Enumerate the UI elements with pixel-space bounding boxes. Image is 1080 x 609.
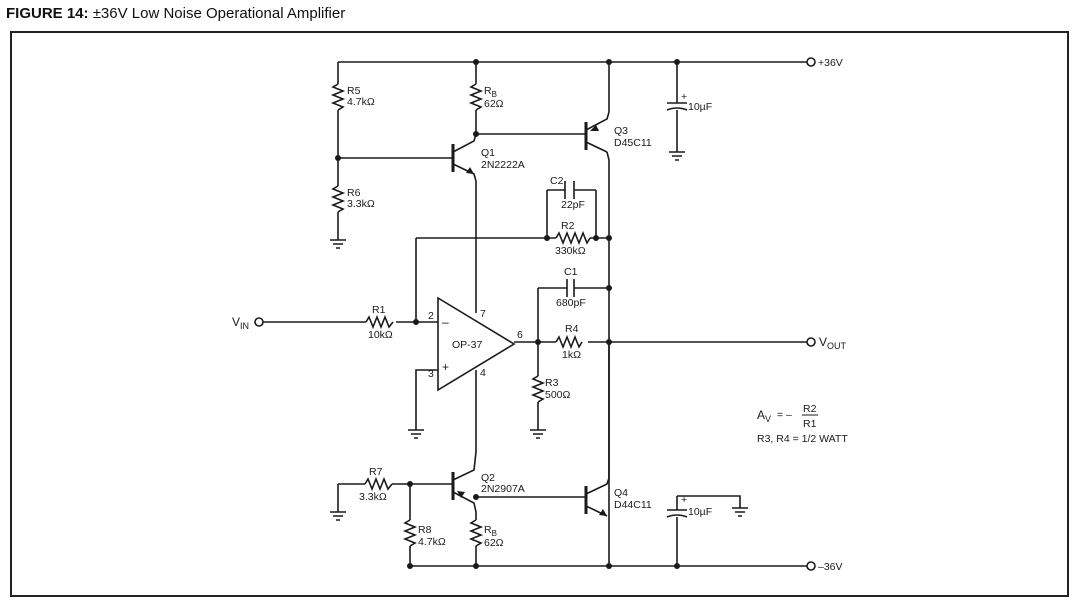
r1-name: R1 [372,304,386,316]
rb-bot-symbol [468,519,484,547]
q3-emitter-arrow [590,125,599,131]
rb-top-value: 62Ω [484,98,504,110]
av-numerator: R2 [803,403,817,415]
r3-name: R3 [545,377,559,389]
c1-name: C1 [564,266,578,278]
r5-symbol [330,83,346,111]
r8-symbol [402,519,418,547]
schematic-frame [10,31,1069,597]
gain-equation: AV = – R2 R1 [757,403,818,430]
opamp-pin2: 2 [428,310,434,322]
vout-terminal [806,337,816,347]
q2-emitter-arrow [457,491,465,498]
q2-name: Q2 [481,472,495,484]
r8-value: 4.7kΩ [418,536,446,548]
r5-value: 4.7kΩ [347,96,375,108]
r1-value: 10kΩ [368,329,393,341]
opamp-minus: – [442,315,449,329]
c-top-symbol [666,102,688,111]
r7-symbol [364,476,393,492]
r5-name: R5 [347,85,361,97]
r4-symbol [555,334,583,350]
ground-icon [732,507,748,517]
neg-rail-terminal [806,561,816,571]
q1-emitter-arrow [466,167,474,174]
c-bot-plus: + [681,494,687,506]
r2-name: R2 [561,220,575,232]
q3-name: Q3 [614,125,628,137]
r2-value: 330kΩ [555,245,586,257]
ground-symbols [330,151,748,521]
c-top-value: 10µF [688,101,712,113]
figure-caption: ±36V Low Noise Operational Amplifier [92,5,346,22]
av-label: AV [757,408,771,424]
r8-name: R8 [418,524,432,536]
r6-name: R6 [347,187,361,199]
junction-dots [335,59,680,569]
r1-symbol [365,314,394,330]
r4-value: 1kΩ [562,349,581,361]
q2-part: 2N2907A [481,483,525,495]
ground-icon [330,511,346,521]
c-top-plus: + [681,91,687,103]
rb-bot-name: RB [484,524,497,538]
ground-icon [530,429,546,439]
r7-value: 3.3kΩ [359,491,387,503]
opamp-pin3: 3 [428,368,434,380]
resistors [330,83,591,547]
r2-symbol [555,230,591,246]
opamp-symbol [437,296,516,392]
r7-name: R7 [369,466,383,478]
c-bot-value: 10µF [688,506,712,518]
r6-value: 3.3kΩ [347,198,375,210]
r6-symbol [330,185,346,213]
opamp-pin6: 6 [517,329,523,341]
figure-label: FIGURE 14: [6,5,89,22]
ground-icon [408,429,424,439]
opamp-pin4: 4 [480,367,486,379]
c2-symbol [564,181,575,199]
c2-name: C2 [550,175,564,187]
c2-value: 22pF [561,199,585,211]
wattage-note: R3, R4 = 1/2 WATT [757,433,848,445]
opamp-plus: + [442,360,449,374]
q4-emitter-arrow [599,509,607,516]
opamp-pin7: 7 [480,308,486,320]
c-bot-symbol [666,509,688,518]
r4-name: R4 [565,323,579,335]
vout-label: VOUT [819,335,847,351]
ground-icon [330,239,346,249]
q4-name: Q4 [614,487,628,499]
pos-rail-label: +36V [818,57,843,69]
q4-part: D44C11 [614,499,652,511]
vin-terminal [254,317,264,327]
q3-part: D45C11 [614,137,652,149]
neg-rail-label: –36V [818,561,843,573]
av-denominator: R1 [803,418,817,430]
ground-icon [669,151,685,161]
rb-bot-value: 62Ω [484,537,504,549]
terminals [254,57,816,571]
r3-value: 500Ω [545,389,571,401]
c1-value: 680pF [556,297,586,309]
pos-rail-terminal [806,57,816,67]
transistors [451,122,607,516]
r3-symbol [530,375,546,403]
rb-top-symbol [468,83,484,111]
q1-name: Q1 [481,147,495,159]
figure-title: FIGURE 14: ±36V Low Noise Operational Am… [6,5,345,22]
opamp-name: OP-37 [452,339,483,351]
av-equals: = – [777,409,792,421]
vin-label: VIN [232,315,249,331]
capacitors [564,102,688,518]
c1-symbol [566,279,575,297]
q1-part: 2N2222A [481,159,525,171]
rb-top-name: RB [484,85,497,99]
wires [263,61,807,567]
